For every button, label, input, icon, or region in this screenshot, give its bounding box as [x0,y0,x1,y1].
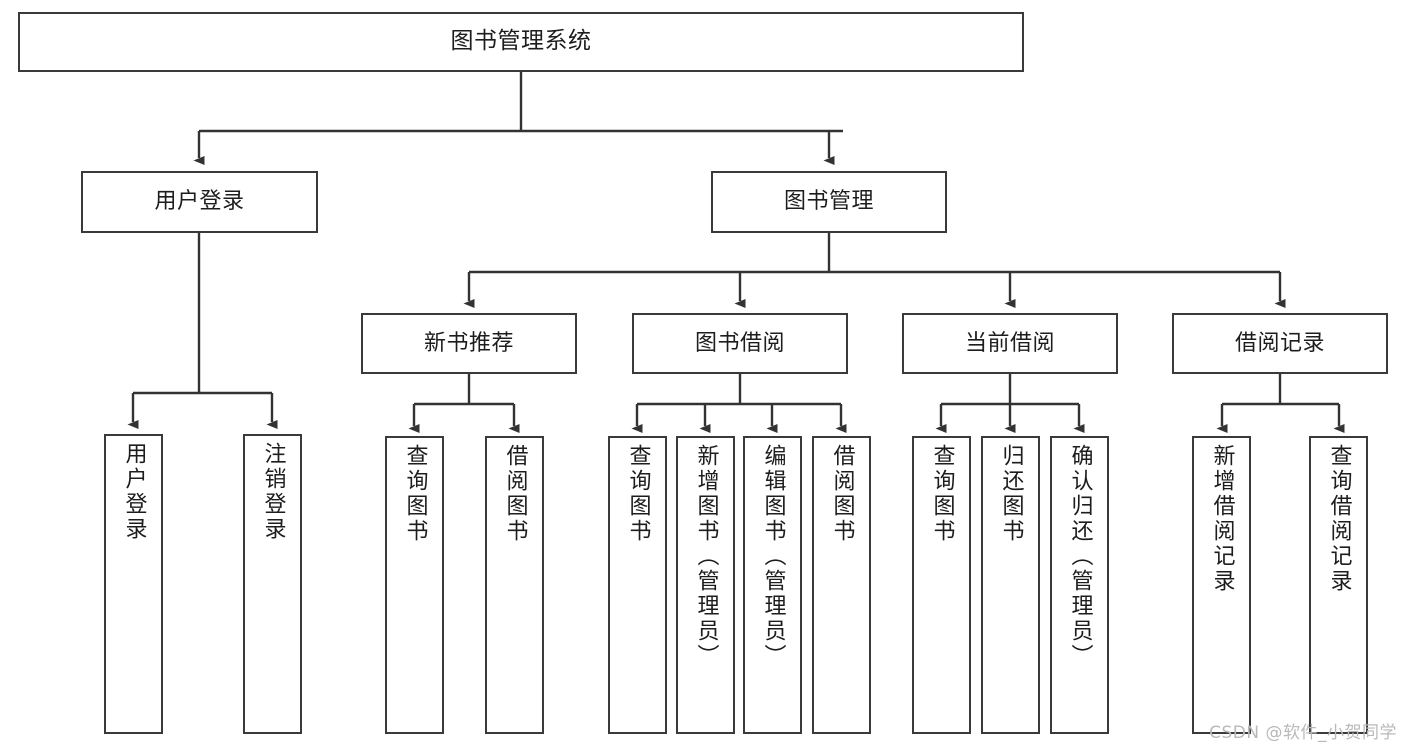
node-new-book-rec[interactable]: 新书推荐 [361,313,577,374]
node-leaf-cur-confirm-label: 确认归还（管理员） [1067,444,1093,669]
node-leaf-user-login-label: 用户登录 [121,442,147,542]
node-leaf-rcd-add-label: 新增借阅记录 [1209,444,1235,594]
node-leaf-borrow-edit[interactable]: 编辑图书（管理员） [743,436,802,734]
node-borrow-record-label: 借阅记录 [1234,330,1325,356]
node-leaf-rcd-query[interactable]: 查询借阅记录 [1309,436,1368,734]
node-book-borrow-label: 图书借阅 [694,330,785,356]
node-leaf-rec-borrow-label: 借阅图书 [502,444,528,544]
node-leaf-rec-query-label: 查询图书 [402,444,428,544]
node-root[interactable]: 图书管理系统 [18,12,1024,72]
node-leaf-borrow-query-label: 查询图书 [625,444,651,544]
node-leaf-rcd-query-label: 查询借阅记录 [1326,444,1352,594]
node-leaf-cur-return-label: 归还图书 [998,444,1024,544]
node-leaf-rec-borrow[interactable]: 借阅图书 [485,436,544,734]
node-book-borrow[interactable]: 图书借阅 [632,313,848,374]
node-book-manage[interactable]: 图书管理 [711,171,947,233]
node-book-manage-label: 图书管理 [783,189,874,215]
node-leaf-borrow-query[interactable]: 查询图书 [608,436,667,734]
node-leaf-cur-query[interactable]: 查询图书 [912,436,971,734]
node-leaf-cur-return[interactable]: 归还图书 [981,436,1040,734]
node-borrow-record[interactable]: 借阅记录 [1172,313,1388,374]
node-leaf-rcd-add[interactable]: 新增借阅记录 [1192,436,1251,734]
node-user-login-label: 用户登录 [154,189,245,215]
node-user-login[interactable]: 用户登录 [81,171,318,233]
node-root-label: 图书管理系统 [450,28,592,55]
node-leaf-borrow-edit-label: 编辑图书（管理员） [760,444,786,669]
node-leaf-cur-query-label: 查询图书 [929,444,955,544]
node-current-borrow[interactable]: 当前借阅 [902,313,1118,374]
node-leaf-borrow-do-label: 借阅图书 [829,444,855,544]
csdn-watermark: CSDN @软件_小贺同学 [1209,723,1397,743]
node-leaf-user-logout-label: 注销登录 [260,442,286,542]
node-leaf-user-logout[interactable]: 注销登录 [243,434,302,734]
node-leaf-user-login[interactable]: 用户登录 [104,434,163,734]
node-leaf-borrow-do[interactable]: 借阅图书 [812,436,871,734]
node-leaf-cur-confirm[interactable]: 确认归还（管理员） [1050,436,1109,734]
node-leaf-borrow-add[interactable]: 新增图书（管理员） [676,436,735,734]
node-leaf-borrow-add-label: 新增图书（管理员） [693,444,719,669]
node-new-book-rec-label: 新书推荐 [423,330,514,356]
node-leaf-rec-query[interactable]: 查询图书 [385,436,444,734]
node-current-borrow-label: 当前借阅 [964,330,1055,356]
